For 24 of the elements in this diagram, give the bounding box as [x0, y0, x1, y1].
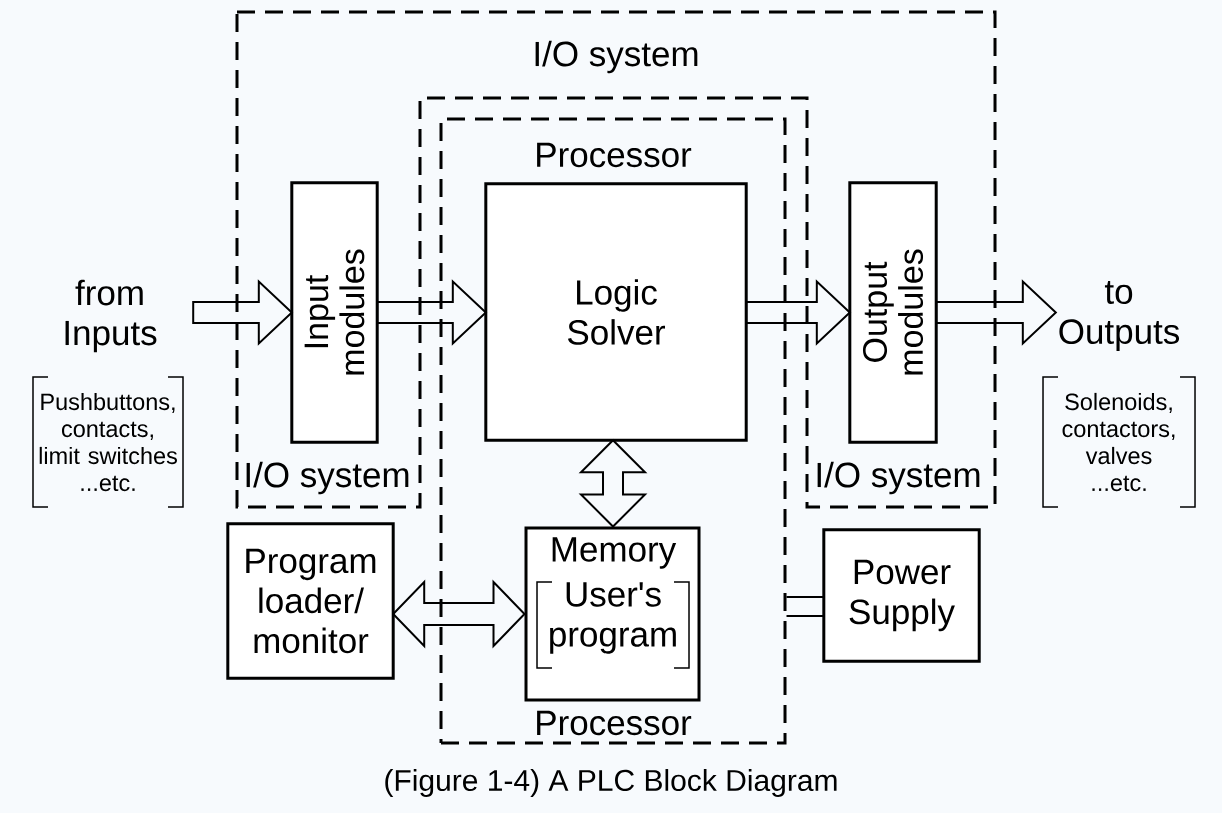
block-arrow: [935, 279, 1058, 346]
region-label: I/O system: [535, 40, 698, 74]
block: Input modules: [290, 181, 379, 444]
block-arrow: [192, 279, 294, 346]
block-arrow: [785, 596, 825, 617]
block-label: Memory: [552, 537, 677, 569]
caption: (Figure 1-4) A PLC Block Diagram: [385, 769, 837, 797]
bracketed-note: Pushbuttons, contacts, limit switches ...etc.: [32, 376, 184, 508]
region-label: Processor: [537, 710, 692, 736]
block: Power Supply: [822, 528, 981, 663]
region-label: I/O system: [246, 461, 409, 495]
block-arrow: [376, 279, 488, 346]
block: Logic Solver: [484, 182, 748, 442]
block-arrow: [578, 438, 648, 528]
side-label: to Outputs: [1059, 281, 1180, 351]
region-label: I/O system: [817, 461, 980, 495]
block: Output modules: [848, 181, 938, 444]
side-label: from Inputs: [65, 279, 157, 353]
block-arrow: [745, 279, 852, 346]
block: Program loader/ monitor: [226, 522, 395, 680]
block-arrow: [391, 579, 526, 649]
region-label: Processor: [537, 142, 692, 168]
bracketed-label: User's program: [536, 581, 690, 669]
bracketed-note: Solenoids, contactors, valves ...etc.: [1042, 376, 1196, 508]
